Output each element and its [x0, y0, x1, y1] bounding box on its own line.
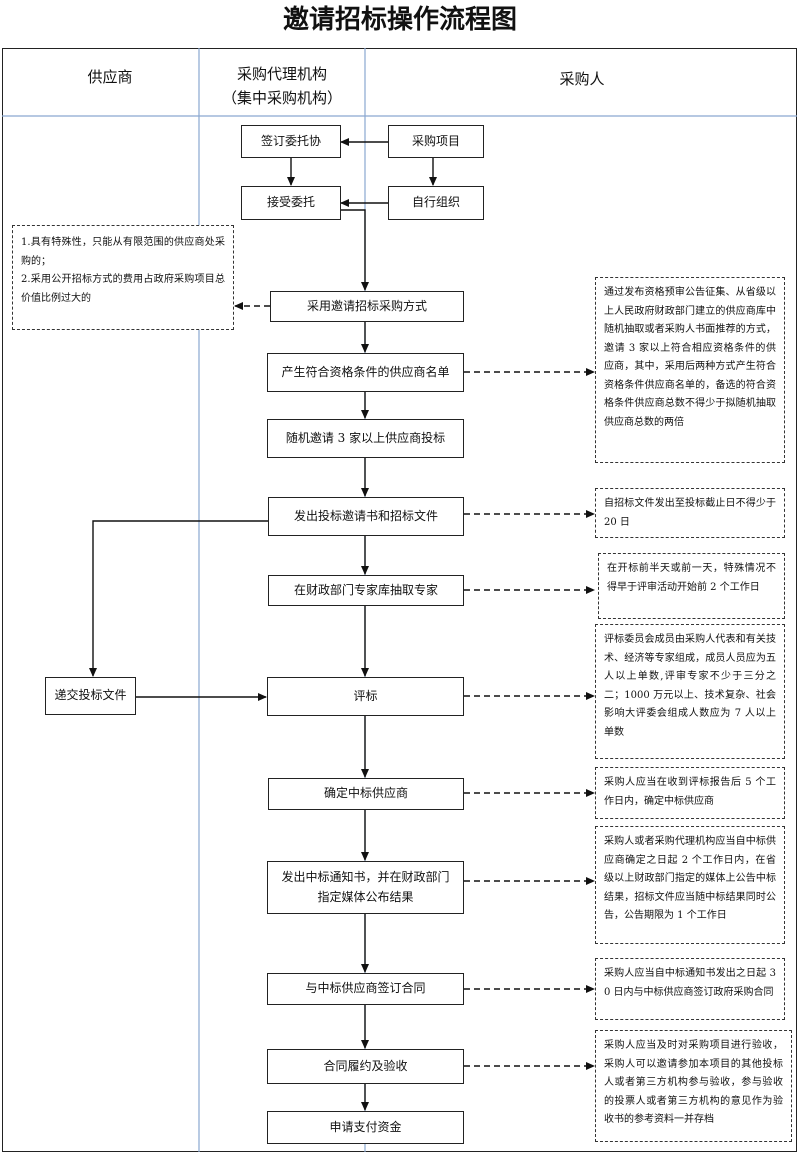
step-accept-commission: 接受委托 [241, 186, 341, 220]
page-title: 邀请招标操作流程图 [282, 5, 517, 35]
note-invitation-conditions: 1.具有特殊性，只能从有限范围的供应商处采购的； 2.采用公开招标方式的费用占政… [12, 225, 234, 330]
flowchart-frame [2, 48, 797, 1152]
step-notify-publish: 发出中标通知书，并在财政部门 指定媒体公布结果 [267, 861, 464, 914]
step-adopt-invitation: 采用邀请招标采购方式 [270, 291, 464, 322]
step-submit-bid: 递交投标文件 [45, 677, 136, 715]
arrow-accept-to-adopt [341, 209, 369, 291]
step-apply-payment: 申请支付资金 [267, 1111, 464, 1144]
step-random-invite: 随机邀请 3 家以上供应商投标 [267, 419, 464, 458]
note-expert-timing: 在开标前半天或前一天，特殊情况不得早于评审活动开始前 2 个工作日 [598, 553, 785, 619]
lane-header-agency-line1: 采购代理机构 [236, 65, 327, 83]
note-condition-2: 2.采用公开招标方式的费用占政府采购项目总价值比例过大的 [21, 274, 225, 304]
note-winner-deadline: 采购人应当在收到评标报告后 5 个工作日内，确定中标供应商 [595, 767, 785, 819]
arrow-issue-to-submit [89, 520, 268, 677]
note-qualified-list: 通过发布资格预审公告征集、从省级以上人民政府财政部门建立的供应商库中随机抽取或者… [595, 277, 785, 463]
note-contract-deadline: 采购人应当自中标通知书发出之日起 30 日内与中标供应商签订政府采购合同 [595, 958, 785, 1020]
lane-header-supplier: 供应商 [87, 68, 133, 86]
note-evaluation-committee: 评标委员会成员由采购人代表和有关技术、经济等专家组成，成员人员应为五人以上单数,… [595, 624, 785, 759]
step-notify-line2: 指定媒体公布结果 [317, 889, 414, 904]
step-sign-commission: 签订委托协 [241, 125, 341, 158]
step-self-organize: 自行组织 [388, 186, 484, 220]
step-purchase-project: 采购项目 [388, 125, 484, 158]
lane-header-agency-line2: （集中采购机构） [221, 89, 342, 107]
step-evaluate: 评标 [267, 677, 464, 716]
step-perform-accept: 合同履约及验收 [267, 1049, 464, 1084]
step-issue-invitation: 发出投标邀请书和招标文件 [268, 497, 464, 536]
lane-header-agency: 采购代理机构 （集中采购机构） [200, 62, 364, 110]
step-sign-contract: 与中标供应商签订合同 [267, 973, 464, 1005]
note-announcement: 采购人或者采购代理机构应当自中标供应商确定之日起 2 个工作日内，在省级以上财政… [595, 826, 785, 944]
lane-header-purchaser: 采购人 [559, 70, 605, 88]
step-extract-experts: 在财政部门专家库抽取专家 [268, 575, 464, 606]
step-determine-winner: 确定中标供应商 [268, 778, 464, 810]
note-bid-deadline: 自招标文件发出至投标截止日不得少于 20 日 [595, 488, 785, 538]
note-condition-1: 1.具有特殊性，只能从有限范围的供应商处采购的； [21, 237, 225, 267]
step-qualified-list: 产生符合资格条件的供应商名单 [267, 353, 464, 392]
step-notify-line1: 发出中标通知书，并在财政部门 [281, 870, 450, 885]
note-acceptance: 采购人应当及时对采购项目进行验收，采购人可以邀请参加本项目的其他投标人或者第三方… [595, 1030, 792, 1142]
